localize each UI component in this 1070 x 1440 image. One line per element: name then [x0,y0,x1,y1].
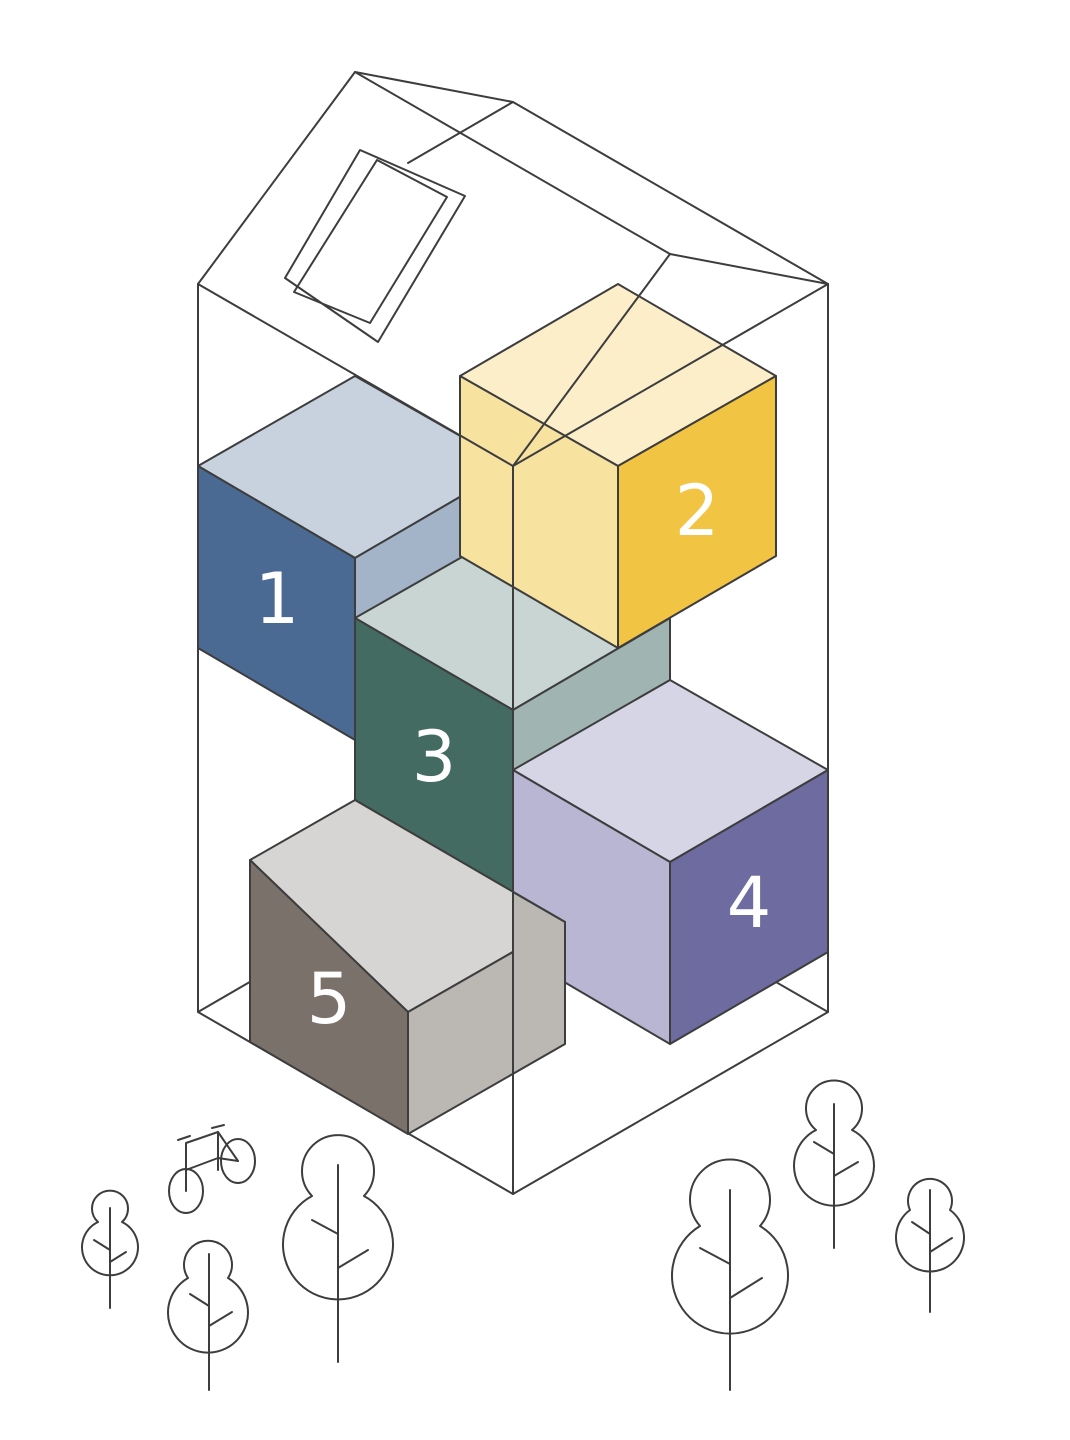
tree-icon [81,1189,139,1309]
block-2: 2 [459,283,777,649]
house-front-edges [197,253,829,1195]
roof-window-icon [284,149,466,343]
block-1-label: 1 [255,558,300,640]
tree-icon [282,1134,394,1363]
tree-icon [895,1177,965,1313]
bicycle-icon [168,1124,256,1214]
block-5: 5 [249,799,566,1135]
block-5-label: 5 [307,958,352,1040]
tree-icon [671,1158,789,1391]
block-3-label: 3 [412,716,457,798]
block-5-left [249,859,409,1135]
block-4-right [669,769,829,1045]
block-4: 4 [512,679,829,1045]
block-2-right [617,375,777,649]
tree-icon [167,1239,249,1391]
block-2-label: 2 [675,470,720,552]
tree-icon [793,1079,875,1249]
block-4-label: 4 [727,862,772,944]
